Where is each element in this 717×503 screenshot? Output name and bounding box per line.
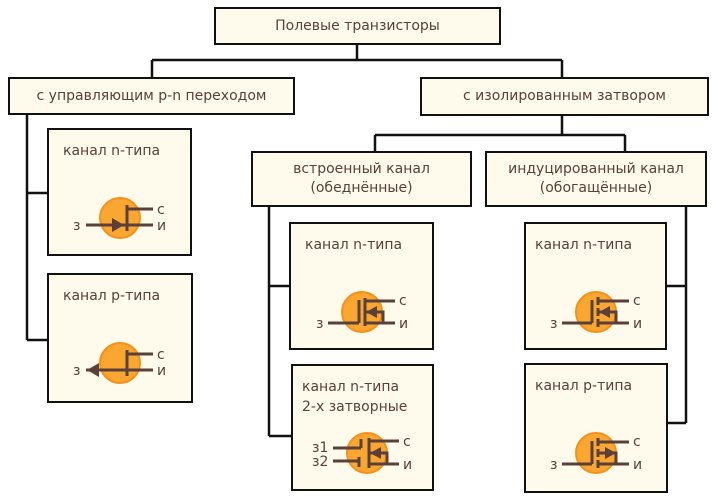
jfet-p-channel-symbol-icon: з с и [73,342,166,384]
jfet-n-channel-card: канал n-типа з с и [47,128,192,256]
root-title: Полевые транзисторы [275,17,440,34]
jfet-p-channel-label: канал p-типа [63,288,161,304]
insulated-gate-title: с изолированным затвором [463,88,666,104]
root-box: Полевые транзисторы [214,7,501,45]
builtin-channel-subtitle: (обеднённые) [310,180,413,196]
induced-channel-title: индуцированный канал [508,161,684,177]
jfet-n-source-pin: и [157,218,166,234]
mosfet-builtin-n-card: канал n-типа з с и [289,222,434,350]
mosfet-enhancement-p-symbol-icon: з с и [550,432,642,474]
induced-channel-subtitle: (обогащённые) [539,180,653,196]
junction-fet-box: с управляющим p-n переходом [8,77,295,115]
mosfet-dual-gate2-pin: з2 [312,454,328,470]
mosfet-dual-drain-pin: с [403,434,411,450]
mosfet-induced-n-source-pin: и [633,316,642,332]
builtin-channel-title: встроенный канал [293,161,430,177]
mosfet-dual-gate-label: канал n-типа 2-х затворные [302,377,407,417]
mosfet-induced-n-label: канал n-типа [535,237,633,253]
jfet-n-gate-pin: з [73,218,80,234]
jfet-p-channel-card: канал p-типа з с и [47,273,193,403]
mosfet-enhancement-n-symbol-icon: з с и [550,291,642,333]
mosfet-builtin-n-source-pin: и [399,316,408,332]
mosfet-builtin-n-label: канал n-типа [305,237,403,253]
mosfet-induced-p-source-pin: и [633,457,642,473]
mosfet-dual-gate-label-line1: канал n-типа [302,379,400,395]
jfet-p-gate-pin: з [73,363,80,379]
mosfet-depletion-n-symbol-icon: з с и [316,291,408,333]
mosfet-dual-gate-card: канал n-типа 2-х затворные з1 з2 с и [291,364,434,491]
builtin-channel-box: встроенный канал (обеднённые) [251,151,472,207]
jfet-n-channel-symbol-icon: з с и [73,197,166,239]
jfet-p-drain-pin: с [157,347,165,363]
mosfet-induced-n-gate-pin: з [550,316,557,332]
mosfet-induced-n-drain-pin: с [633,293,641,309]
jfet-n-channel-label: канал n-типа [63,143,161,159]
mosfet-dual-source-pin: и [403,457,412,473]
induced-channel-box: индуцированный канал (обогащённые) [485,151,707,207]
mosfet-induced-p-gate-pin: з [550,457,557,473]
mosfet-builtin-n-drain-pin: с [399,293,407,309]
mosfet-induced-p-drain-pin: с [633,434,641,450]
mosfet-dual-gate-symbol-icon: з1 з2 с и [312,432,412,474]
mosfet-induced-p-label: канал p-типа [535,378,633,394]
jfet-n-drain-pin: с [157,202,165,218]
insulated-gate-box: с изолированным затвором [420,77,709,116]
junction-fet-title: с управляющим p-n переходом [36,87,267,104]
mosfet-dual-gate-label-line2: 2-х затворные [302,399,408,415]
mosfet-dual-gate1-pin: з1 [312,440,328,456]
jfet-p-source-pin: и [157,363,166,379]
mosfet-builtin-n-gate-pin: з [316,316,323,332]
mosfet-induced-n-card: канал n-типа з с и [524,222,667,350]
mosfet-induced-p-card: канал p-типа з с и [524,363,668,493]
